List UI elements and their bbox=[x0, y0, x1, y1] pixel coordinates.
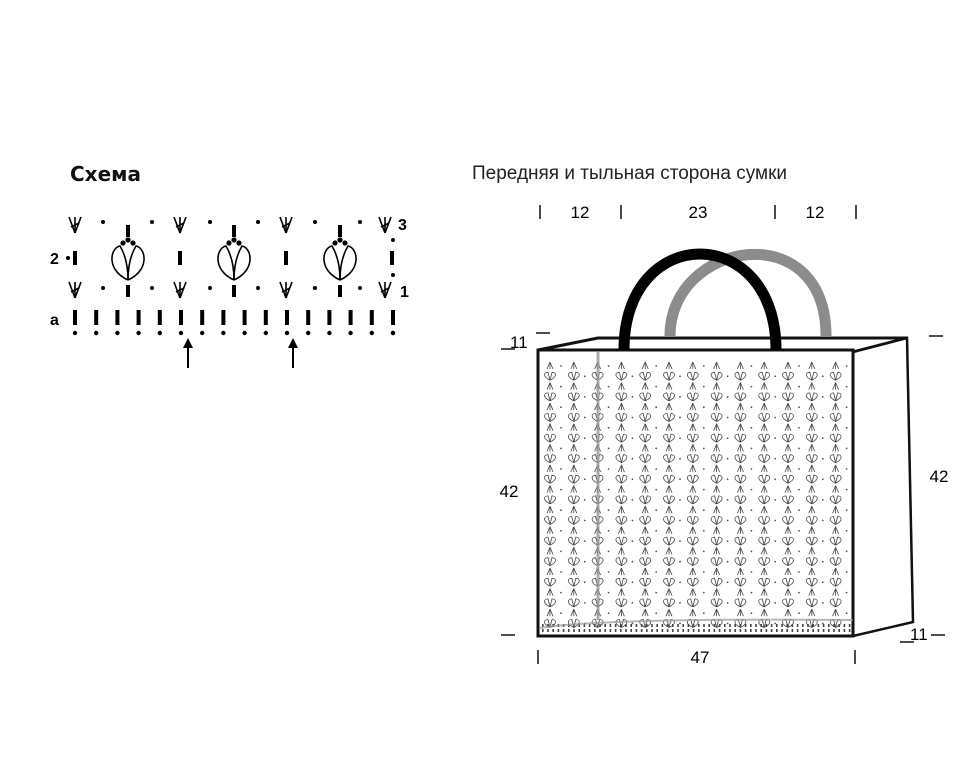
scheme-title: Схема bbox=[70, 162, 141, 186]
dim-height-left: 42 bbox=[500, 482, 519, 501]
fan-stitch bbox=[279, 281, 293, 299]
bag-title: Передняя и тыльная сторона сумки bbox=[472, 163, 788, 184]
chain-dot bbox=[390, 330, 396, 336]
fan-stitch bbox=[68, 281, 82, 299]
post-stitch bbox=[221, 310, 226, 325]
chain-dot bbox=[327, 330, 332, 336]
side-panel bbox=[851, 336, 915, 638]
post-stitch bbox=[263, 310, 268, 325]
front-handle bbox=[618, 248, 782, 351]
chain-dot bbox=[115, 330, 120, 336]
chain-dot bbox=[306, 330, 311, 336]
dim-top-left: 12 bbox=[571, 203, 590, 222]
dim-top-edge: 11 bbox=[510, 333, 528, 352]
post-stitch bbox=[285, 310, 289, 325]
post-stitch bbox=[200, 310, 205, 325]
back-handle bbox=[664, 249, 832, 337]
crochet-scheme: 3 2 1 a bbox=[50, 216, 409, 368]
chain-dot bbox=[136, 330, 141, 336]
leaf-cluster bbox=[111, 237, 145, 281]
dim-bottom-edge: 11 bbox=[910, 625, 928, 644]
post-stitch bbox=[115, 310, 120, 325]
fan-stitch bbox=[173, 216, 187, 234]
fan-stitch bbox=[173, 281, 187, 299]
post-stitch bbox=[157, 310, 162, 325]
chain-dot bbox=[178, 330, 184, 336]
chain-dot bbox=[284, 330, 290, 336]
repeat-arrow-right bbox=[288, 338, 298, 368]
chain-dot bbox=[348, 330, 353, 336]
repeat-arrow-left bbox=[183, 338, 193, 368]
scheme-stitches bbox=[66, 216, 396, 336]
post-stitch bbox=[136, 310, 141, 325]
dimension-marks bbox=[501, 205, 945, 664]
dim-height-right: 42 bbox=[930, 467, 949, 486]
chain-dot bbox=[157, 330, 162, 336]
row-label-a: a bbox=[50, 312, 59, 329]
dim-top-middle: 23 bbox=[689, 203, 708, 222]
bag-drawing: 12 23 12 11 42 42 11 47 bbox=[500, 203, 949, 667]
leaf-cluster bbox=[217, 237, 251, 281]
row-label-1: 1 bbox=[400, 284, 409, 301]
post-stitch bbox=[306, 310, 311, 325]
post-stitch bbox=[391, 310, 395, 325]
fan-stitch bbox=[378, 216, 392, 234]
chain-dot bbox=[242, 330, 247, 336]
chain-dot bbox=[72, 330, 78, 336]
row-label-2: 2 bbox=[50, 251, 59, 268]
post-stitch bbox=[94, 310, 99, 325]
row-label-3: 3 bbox=[398, 217, 407, 234]
post-stitch bbox=[73, 310, 77, 325]
chain-dot bbox=[369, 330, 374, 336]
chain-dot bbox=[94, 330, 99, 336]
chain-dot bbox=[200, 330, 205, 336]
chain-dot bbox=[221, 330, 226, 336]
chain-dot bbox=[263, 330, 268, 336]
fan-stitch bbox=[68, 216, 82, 234]
dim-top-right: 12 bbox=[806, 203, 825, 222]
post-stitch bbox=[369, 310, 374, 325]
leaf-cluster bbox=[323, 237, 357, 281]
dim-width-bottom: 47 bbox=[691, 648, 710, 667]
fan-stitch bbox=[279, 216, 293, 234]
post-stitch bbox=[348, 310, 353, 325]
post-stitch bbox=[242, 310, 247, 325]
front-stitch-pattern bbox=[542, 361, 851, 632]
fan-stitch bbox=[378, 281, 392, 299]
post-stitch bbox=[179, 310, 183, 325]
post-stitch bbox=[327, 310, 332, 325]
